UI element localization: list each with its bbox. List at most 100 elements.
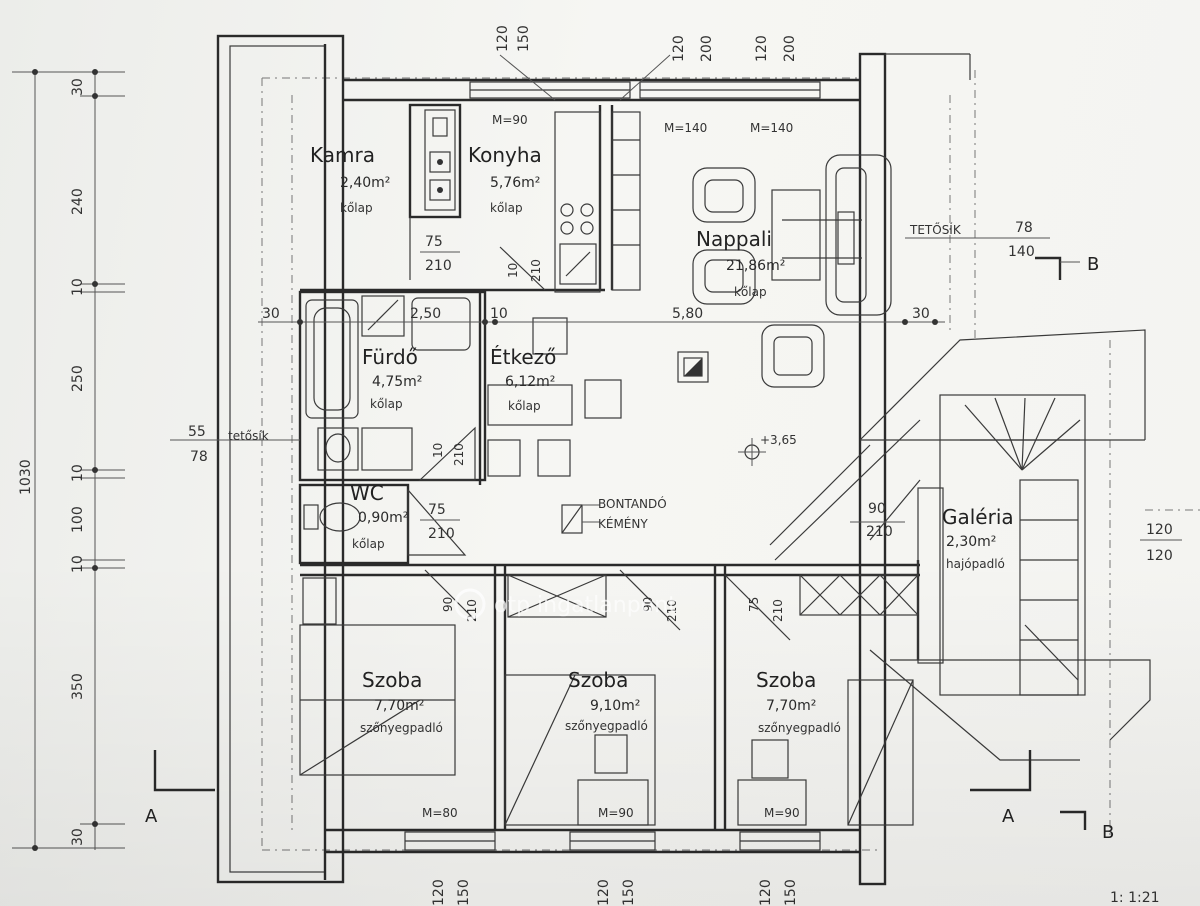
room-kamra-floor: kőlap (340, 201, 373, 215)
dim-left-10c: 10 (70, 555, 86, 573)
doors (409, 217, 921, 641)
room-galeria-area: 2,30m² (946, 534, 996, 550)
door-galeria-w: 90 (868, 501, 886, 517)
room-szoba1-floor: szőnyegpadló (360, 721, 443, 735)
dim-bottom-a: 120 (431, 879, 447, 906)
annotations: TETŐSÍK 78 140 55 tetősík 78 +3,65 (170, 220, 1050, 466)
dim-left-30a: 30 (70, 78, 86, 96)
dim-top-c: 120 (671, 35, 687, 62)
tetosik-left-top: 55 (188, 424, 206, 440)
door-szoba2-w: 90 (641, 597, 655, 612)
watermark-text: otp ingatlanpont (494, 593, 677, 618)
tetosik-left-bot: 78 (190, 449, 208, 465)
room-labels: Kamra 2,40m² kőlap Konyha 5,76m² kőlap N… (310, 143, 1014, 735)
window-mark-szoba-2: M=90 (598, 806, 634, 820)
watermark-logo-icon (454, 588, 486, 620)
door-furdo-w: 10 (431, 443, 445, 458)
kitchen-fixtures (424, 109, 641, 293)
dim-top-a: 120 (495, 25, 511, 52)
inner-dimension-line: 30 2,50 10 5,80 30 (258, 306, 945, 325)
door-szoba1-w: 90 (441, 597, 455, 612)
dim-bottom-c: 120 (596, 879, 612, 906)
room-furdo-area: 4,75m² (372, 374, 422, 390)
room-konyha-area: 5,76m² (490, 175, 540, 191)
living-furniture (692, 154, 892, 388)
section-b-bottom: B (1102, 822, 1114, 843)
kemeny-label: KÉMÉNY (598, 516, 648, 531)
dim-left-10a: 10 (70, 278, 86, 296)
door-konyha-w: 10 (506, 263, 520, 278)
room-szoba2-area: 9,10m² (590, 698, 640, 714)
room-szoba3-floor: szőnyegpadló (758, 721, 841, 735)
room-etkezo-floor: kőlap (508, 399, 541, 413)
window-mark-konyha: M=90 (492, 113, 528, 127)
room-nappali-name: Nappali (696, 227, 772, 251)
galeria-right-top: 120 (1146, 522, 1173, 538)
demolish-chimney: BONTANDÓ KÉMÉNY (561, 496, 667, 534)
dim-bottom-f: 150 (783, 879, 799, 906)
room-etkezo-name: Étkező (490, 345, 556, 369)
room-galeria-floor: hajópadló (946, 557, 1005, 571)
room-szoba1-name: Szoba (362, 668, 422, 692)
dim-top-b: 150 (516, 25, 532, 52)
door-szoba3-h: 210 (771, 599, 785, 622)
dim-left-total: 1030 (18, 459, 34, 495)
room-szoba1-area: 7,70m² (374, 698, 424, 714)
section-b-top: B (1087, 254, 1099, 275)
dim-left-100: 100 (70, 506, 86, 533)
dim-inner-30a: 30 (262, 306, 280, 322)
tetosik-bot: 140 (1008, 244, 1035, 260)
dim-inner-580: 5,80 (672, 306, 703, 322)
room-konyha-name: Konyha (468, 143, 542, 167)
dim-left-250: 250 (70, 365, 86, 392)
outer-walls (216, 34, 971, 886)
door-furdo-h: 210 (452, 443, 466, 466)
dim-left-30b: 30 (70, 828, 86, 846)
tetosik-left-label: tetősík (228, 429, 269, 443)
room-wc-area: 0,90m² (358, 510, 408, 526)
dim-top-f: 200 (782, 35, 798, 62)
room-wc-floor: kőlap (352, 537, 385, 551)
dim-left-10b: 10 (70, 464, 86, 482)
dim-top-d: 200 (699, 35, 715, 62)
room-konyha-floor: kőlap (490, 201, 523, 215)
room-furdo-floor: kőlap (370, 397, 403, 411)
dim-bottom-b: 150 (456, 879, 472, 906)
window-mark-szoba-3: M=90 (764, 806, 800, 820)
dim-inner-30b: 30 (912, 306, 930, 322)
door-galeria-h: 210 (866, 524, 893, 540)
door-kamra-h: 210 (425, 258, 452, 274)
dining-furniture (487, 317, 709, 477)
section-markers: A A B B (145, 254, 1114, 843)
room-etkezo-area: 6,12m² (505, 374, 555, 390)
bontando-label: BONTANDÓ (598, 496, 667, 511)
door-szoba3-w: 75 (747, 597, 761, 612)
room-szoba3-name: Szoba (756, 668, 816, 692)
galeria-right-bot: 120 (1146, 548, 1173, 564)
room-szoba2-floor: szőnyegpadló (565, 719, 648, 733)
dim-left-350: 350 (70, 673, 86, 700)
room-nappali-floor: kőlap (734, 285, 767, 299)
room-nappali-area: 21,86m² (726, 258, 785, 274)
dim-top-e: 120 (754, 35, 770, 62)
bedroom-furniture (299, 574, 919, 826)
dim-bottom-e: 120 (758, 879, 774, 906)
room-szoba3-area: 7,70m² (766, 698, 816, 714)
room-kamra-area: 2,40m² (340, 175, 390, 191)
room-kamra-name: Kamra (310, 143, 375, 167)
watermark: otp ingatlanpont (454, 588, 677, 620)
window-mark-szoba-1: M=80 (422, 806, 458, 820)
bottom-windows: M=80 M=90 M=90 120 150 120 150 120 150 (404, 806, 821, 906)
window-mark-nappali-1: M=140 (664, 121, 707, 135)
door-kamra-w: 75 (425, 234, 443, 250)
level-mark: +3,65 (760, 433, 797, 447)
door-wc-h: 210 (428, 526, 455, 542)
room-galeria-name: Galéria (942, 505, 1014, 529)
tetosik-label: TETŐSÍK (909, 222, 962, 237)
room-wc-name: WC (350, 481, 384, 505)
room-szoba2-name: Szoba (568, 668, 628, 692)
dim-bottom-d: 150 (621, 879, 637, 906)
door-dimensions: 75 210 10 210 10 210 75 210 90 210 90 21… (420, 234, 1182, 622)
